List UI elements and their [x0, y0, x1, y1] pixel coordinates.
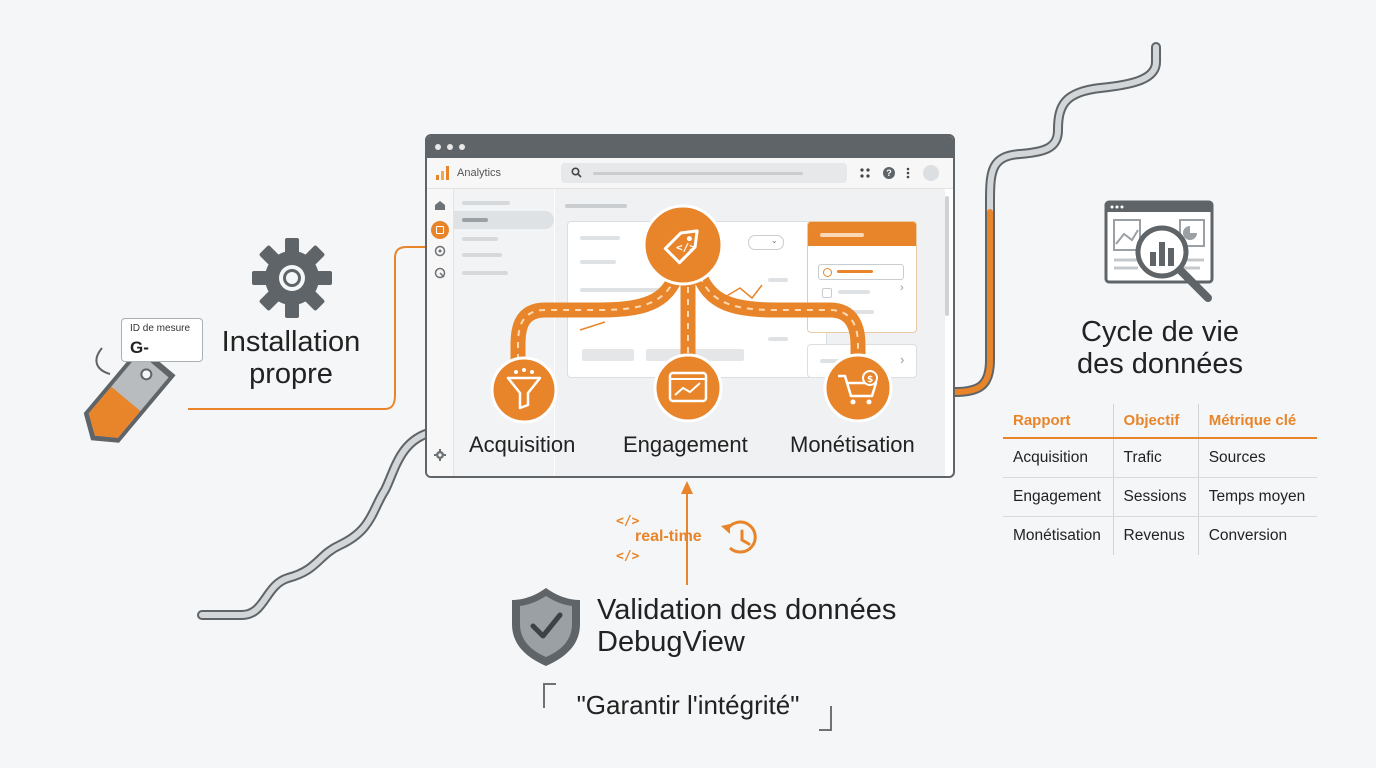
explore-icon[interactable]	[434, 245, 446, 257]
nav-item[interactable]	[462, 271, 508, 275]
code-icon: </>	[616, 549, 640, 564]
avatar[interactable]	[923, 165, 939, 181]
sidebar	[427, 189, 454, 476]
advertising-icon[interactable]	[434, 267, 446, 279]
report-table: Rapport Objectif Métrique clé Acquisitio…	[1003, 404, 1317, 555]
nav-panel	[454, 189, 554, 476]
side-card: ›	[807, 221, 917, 333]
table-header-cell: Métrique clé	[1197, 404, 1317, 439]
app-name: Analytics	[457, 167, 502, 179]
table-header-cell: Objectif	[1112, 404, 1199, 439]
window-dot-icon[interactable]	[435, 144, 441, 150]
measurement-id-label: ID de mesure	[130, 323, 191, 334]
realtime-label: real-time	[635, 528, 702, 545]
search-placeholder-bar	[593, 172, 803, 175]
nav-item[interactable]	[462, 201, 510, 205]
table-cell: Sources	[1197, 438, 1317, 478]
table-cell: Conversion	[1197, 516, 1317, 555]
chevron-right-icon[interactable]: ›	[900, 282, 904, 294]
installation-title: Installation propre	[210, 326, 372, 390]
quote-text: "Garantir l'intégrité"	[576, 690, 800, 720]
table-cell: Monétisation	[1013, 527, 1101, 544]
lifecycle-title: Cycle de vie des données	[1060, 316, 1260, 380]
window-title-bar	[427, 136, 953, 158]
app-header: Analytics ?	[427, 158, 953, 189]
validation-title: Validation des données DebugView	[597, 594, 896, 658]
window-dot-icon[interactable]	[447, 144, 453, 150]
gear-icon	[252, 238, 332, 318]
settings-gear-icon[interactable]	[434, 449, 446, 461]
date-range-dropdown[interactable]: ⌄	[748, 235, 784, 250]
search-icon	[571, 167, 582, 178]
flow-label-engagement: Engagement	[623, 432, 748, 457]
nav-item-active[interactable]	[454, 211, 554, 229]
flow-label-acquisition: Acquisition	[469, 432, 576, 457]
table-cell: Acquisition	[1003, 438, 1114, 478]
table-cell: Engagement	[1003, 477, 1114, 517]
side-card-header	[808, 222, 916, 246]
main-chart-card: ⌄	[567, 221, 827, 378]
table-cell: Revenus	[1112, 516, 1199, 555]
table-cell: Sessions	[1112, 477, 1199, 517]
lifecycle-title-line2: des données	[1076, 348, 1244, 380]
window-dot-icon[interactable]	[459, 144, 465, 150]
lifecycle-title-line1: Cycle de vie	[1081, 316, 1239, 348]
table-header-cell: Rapport	[1003, 404, 1114, 439]
table-cell: Trafic	[1112, 438, 1199, 478]
scrollbar[interactable]	[945, 196, 949, 316]
home-icon[interactable]	[434, 200, 446, 211]
validation-title-line1: Validation des données	[597, 594, 897, 626]
installation-title-line1: Installation	[221, 326, 361, 358]
side-card-item[interactable]	[818, 264, 904, 280]
tag-icon	[83, 345, 176, 443]
validation-title-line2: DebugView	[597, 626, 745, 658]
search-input[interactable]	[561, 163, 847, 183]
help-icon[interactable]: ?	[883, 167, 895, 179]
chevron-down-icon: ⌄	[771, 236, 778, 245]
table-row: Engagement Sessions Temps moyen	[1003, 477, 1317, 517]
apps-grid-icon[interactable]	[860, 168, 870, 178]
installation-title-line2: propre	[249, 358, 333, 390]
table-header-row: Rapport Objectif Métrique clé	[1003, 404, 1317, 439]
table-row: Acquisition Trafic Sources	[1003, 438, 1317, 478]
nav-item[interactable]	[462, 253, 502, 257]
code-icon: </>	[616, 514, 640, 529]
report-magnifier-icon	[1104, 200, 1214, 302]
analytics-window: Analytics ?	[425, 134, 955, 478]
reports-icon[interactable]	[431, 221, 449, 239]
content-title-bar	[565, 204, 627, 208]
flow-label-monetisation: Monétisation	[790, 432, 915, 457]
analytics-logo-icon	[436, 166, 449, 180]
nav-item[interactable]	[462, 237, 498, 241]
table-row: Monétisation Revenus Conversion	[1003, 516, 1317, 555]
table-cell: Temps moyen	[1197, 477, 1317, 517]
measurement-id-value: G-	[130, 338, 149, 357]
install-link-line	[188, 246, 640, 410]
side-card-small[interactable]: ›	[807, 344, 917, 378]
chevron-right-icon: ›	[900, 352, 905, 367]
measurement-id-card: ID de mesure G-	[121, 318, 203, 362]
more-vert-icon[interactable]	[906, 167, 910, 179]
